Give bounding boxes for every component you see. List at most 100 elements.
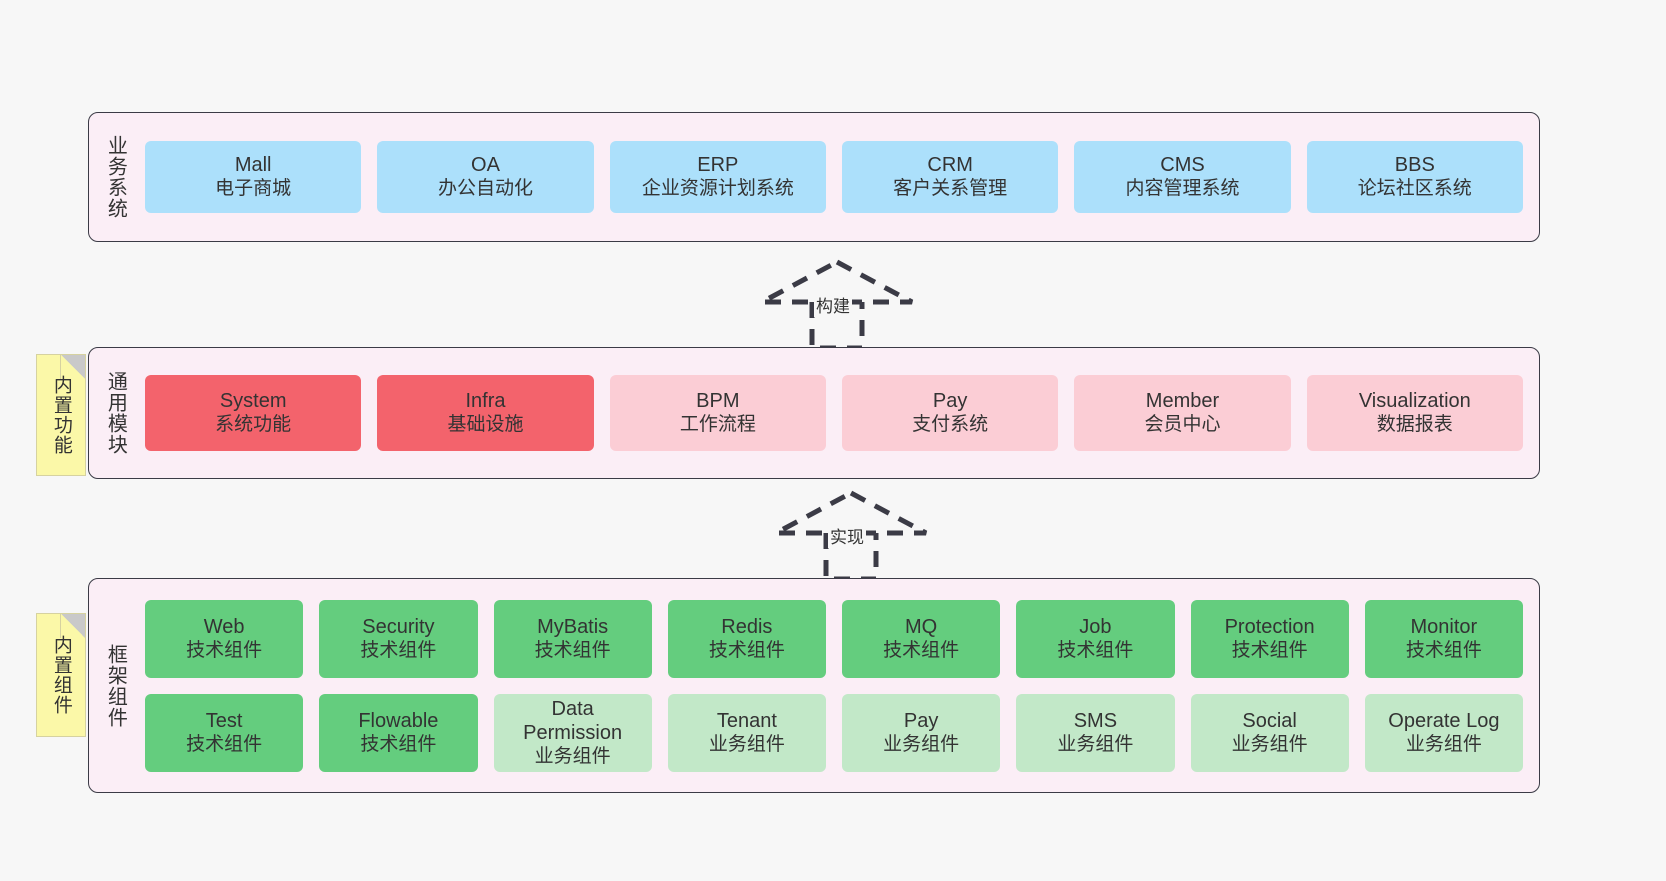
sticky-note-builtin-component: 内置组件 [36,613,86,737]
card-crm[interactable]: CRM 客户关系管理 [841,141,1059,213]
card-mall[interactable]: Mall 电子商城 [145,141,362,213]
card-title: Pay [932,390,968,413]
card-subtitle: 技术组件 [534,639,611,661]
card-title: Pay [903,709,939,732]
build-arrow-icon [760,259,914,351]
card-subtitle: 技术组件 [708,639,785,661]
card-oa[interactable]: OA 办公自动化 [377,141,594,213]
card-subtitle: 系统功能 [215,414,292,436]
sticky-note-text: 内置组件 [50,635,72,715]
card-subtitle: 技术组件 [883,639,960,661]
card-title: Web [203,615,245,638]
card-subtitle: 技术组件 [186,639,263,661]
card-row: Test 技术组件 Flowable 技术组件 Data Permission … [145,693,1523,772]
sticky-note-builtin-function: 内置功能 [36,354,86,476]
card-title: BPM [696,390,740,413]
card-subtitle: 技术组件 [360,639,437,661]
card-mq[interactable]: MQ 技术组件 [842,599,1001,678]
card-protection[interactable]: Protection 技术组件 [1190,599,1349,678]
layer-body-business: Mall 电子商城 OA 办公自动化 ERP 企业资源计划系统 CRM 客户关系… [141,113,1539,241]
card-title: Test [205,709,243,732]
card-title: Monitor [1410,615,1478,638]
card-subtitle: 办公自动化 [437,178,533,200]
card-title: Data Permission [523,697,623,744]
card-test[interactable]: Test 技术组件 [145,693,304,772]
card-pay[interactable]: Pay 支付系统 [841,375,1059,451]
card-subtitle: 业务组件 [1405,733,1482,755]
layer-business-system: 业务系统 Mall 电子商城 OA 办公自动化 ERP 企业资源计划系统 CRM… [88,112,1540,242]
card-title: BBS [1394,154,1435,177]
card-row: Mall 电子商城 OA 办公自动化 ERP 企业资源计划系统 CRM 客户关系… [145,141,1523,213]
card-operate-log[interactable]: Operate Log 业务组件 [1364,693,1523,772]
card-title: MyBatis [537,615,609,638]
card-title: Member [1145,390,1220,413]
card-subtitle: 支付系统 [912,414,989,436]
card-title: SMS [1073,709,1118,732]
card-bpm[interactable]: BPM 工作流程 [609,375,826,451]
card-title: Visualization [1358,390,1471,413]
card-subtitle: 企业资源计划系统 [641,178,794,200]
card-job[interactable]: Job 技术组件 [1016,599,1175,678]
layer-title-common: 通用模块 [104,371,127,455]
card-title: Operate Log [1388,709,1500,732]
card-subtitle: 数据报表 [1376,414,1453,436]
card-security[interactable]: Security 技术组件 [319,599,478,678]
card-subtitle: 会员中心 [1144,414,1221,436]
card-infra[interactable]: Infra 基础设施 [377,375,594,451]
card-subtitle: 电子商城 [215,178,292,200]
card-visualization[interactable]: Visualization 数据报表 [1306,375,1523,451]
card-bbs[interactable]: BBS 论坛社区系统 [1306,141,1523,213]
card-title: Mall [234,154,272,177]
card-pay-business[interactable]: Pay 业务组件 [842,693,1001,772]
page-fold-icon [60,614,85,638]
card-flowable[interactable]: Flowable 技术组件 [319,693,478,772]
card-title: Security [362,615,435,638]
card-row: System 系统功能 Infra 基础设施 BPM 工作流程 Pay 支付系统… [145,375,1523,451]
card-title: MQ [905,615,938,638]
card-subtitle: 业务组件 [1057,733,1134,755]
card-subtitle: 技术组件 [1057,639,1134,661]
card-title: Infra [465,390,506,413]
card-row: Web 技术组件 Security 技术组件 MyBatis 技术组件 Redi… [145,599,1523,678]
implement-arrow-label: 实现 [828,523,866,548]
card-title: CMS [1160,154,1205,177]
card-sms[interactable]: SMS 业务组件 [1016,693,1175,772]
card-data-permission[interactable]: Data Permission 业务组件 [493,693,652,772]
card-social[interactable]: Social 业务组件 [1190,693,1349,772]
card-title: ERP [697,154,739,177]
card-member[interactable]: Member 会员中心 [1074,375,1291,451]
card-cms[interactable]: CMS 内容管理系统 [1074,141,1291,213]
card-subtitle: 技术组件 [360,733,437,755]
card-title: Job [1079,615,1112,638]
card-erp[interactable]: ERP 企业资源计划系统 [609,141,826,213]
card-subtitle: 客户关系管理 [893,178,1008,200]
layer-title-business: 业务系统 [104,135,127,219]
card-subtitle: 基础设施 [447,414,524,436]
card-title: Redis [721,615,773,638]
build-arrow: 构建 [752,256,922,352]
build-arrow-label: 构建 [814,292,852,317]
layer-body-common: System 系统功能 Infra 基础设施 BPM 工作流程 Pay 支付系统… [141,348,1539,478]
page-fold-icon [60,355,85,379]
layer-title-framework: 框架组件 [104,643,127,728]
card-subtitle: 业务组件 [883,733,960,755]
card-monitor[interactable]: Monitor 技术组件 [1364,599,1523,678]
card-subtitle: 技术组件 [1231,639,1308,661]
implement-arrow: 实现 [766,487,936,583]
card-system[interactable]: System 系统功能 [145,375,362,451]
card-title: Tenant [716,709,777,732]
card-tenant[interactable]: Tenant 业务组件 [667,693,826,772]
card-web[interactable]: Web 技术组件 [145,599,304,678]
layer-framework-component: 框架组件 Web 技术组件 Security 技术组件 MyBatis 技术组件… [88,578,1540,793]
card-subtitle: 内容管理系统 [1125,178,1240,200]
card-title: Protection [1224,615,1315,638]
card-subtitle: 业务组件 [534,745,611,767]
card-subtitle: 业务组件 [1231,733,1308,755]
card-subtitle: 论坛社区系统 [1357,178,1472,200]
layer-common-module: 通用模块 System 系统功能 Infra 基础设施 BPM 工作流程 Pay… [88,347,1540,479]
sticky-note-text: 内置功能 [50,375,72,455]
card-mybatis[interactable]: MyBatis 技术组件 [493,599,652,678]
implement-arrow-icon [774,490,928,582]
card-redis[interactable]: Redis 技术组件 [667,599,826,678]
